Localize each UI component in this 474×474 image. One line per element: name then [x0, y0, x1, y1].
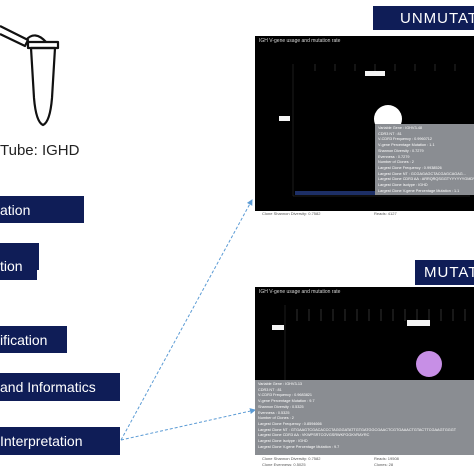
tube-label: Tube: IGHD	[0, 142, 80, 159]
step-interpretation: Interpretation	[0, 427, 120, 455]
tooltip-line: CDR3 NT : 81	[378, 131, 402, 136]
step-label: Interpretation	[0, 433, 83, 449]
chart-panel-mutated: IGH V-gene usage and mutation rate Varia…	[255, 287, 474, 455]
tooltip-line: Largest Clone NT : GTGAAGTCGACACCCTAGGGA…	[258, 427, 457, 432]
tooltip-line: Largest Clone Isotype : IGHD	[378, 183, 428, 188]
step-ation: tion	[0, 252, 37, 280]
tooltip-line: Number of Clones : 2	[378, 160, 414, 165]
tooltip-line: Largest Clone NT : GCGAGAGCTACGAGCAGAG..…	[378, 171, 466, 176]
arrow-to-mutated	[120, 408, 256, 441]
clone-tooltip: Variable Gene : IGHV3-48 CDR3 NT : 81 V-…	[375, 124, 474, 195]
panel2-footer-right: Reads: 19508	[374, 456, 399, 461]
tube-icon	[0, 25, 60, 127]
step-mutation: ation	[0, 196, 84, 223]
tooltip-line: V-CDR3 Frequency : 0.9960712	[378, 137, 433, 142]
step-quantification: ification	[0, 326, 67, 353]
tooltip-line: V-gene Percentage Mutation : 9.7	[258, 399, 315, 404]
gene-ticks	[296, 309, 466, 321]
legend-marker	[407, 320, 430, 326]
tooltip-line: Evenness : 0.7279	[378, 154, 410, 159]
panel1-footer-right: Reads: 4127	[374, 211, 397, 216]
tooltip-line: Evenness : 0.5325	[258, 410, 290, 415]
step-label: tion	[0, 258, 23, 274]
legend-marker-small	[279, 116, 290, 121]
panel2-footer-left: Clone Shannon Diversity: 0.7582	[262, 456, 321, 461]
tooltip-line: Largest Clone V-gene Percentage Mutation…	[378, 188, 460, 193]
panel2-footer-left2: Clone Evenness: 0.5025	[262, 462, 306, 467]
tooltip-line: V-gene Percentage Mutation : 1.1	[378, 143, 435, 148]
step-label: ification	[0, 331, 48, 348]
panel-title: IGH V-gene usage and mutation rate	[259, 289, 341, 295]
step-label: ation	[0, 201, 31, 218]
tooltip-line: V-CDR3 Frequency : 0.9683821	[258, 393, 313, 398]
legend-marker-small	[272, 325, 284, 330]
panel-title: IGH V-gene usage and mutation rate	[259, 38, 341, 44]
step-informatics: and Informatics	[0, 373, 120, 401]
tooltip-line: Largest Clone Isotype : IGHD	[258, 439, 308, 444]
tooltip-line: Largest Clone V-gene Percentage Mutation…	[258, 444, 340, 449]
gene-ticks	[314, 64, 456, 71]
arrow-to-unmutated	[120, 199, 253, 441]
panel2-footer-right2: Clones: 28	[374, 462, 394, 467]
step-label: and Informatics	[0, 379, 96, 395]
tooltip-line: Largest Clone Frequency : 0.8594666	[258, 421, 322, 426]
tooltip-line: Largest Clone Frequency : 0.9938526	[378, 165, 442, 170]
panel1-footer-left: Clone Shannon Diversity: 0.7582	[262, 211, 321, 216]
tooltip-line: Largest Clone CDR3 AA : ARRQRQSGGTYYYYYY…	[378, 177, 474, 182]
chart-panel-unmutated: IGH V-gene usage and mutation rate Varia…	[255, 36, 474, 211]
tube-illustration	[0, 25, 60, 127]
tooltip-line: Largest Clone CDR3 AA : VKWPSRTCGVGSRWKF…	[258, 433, 370, 438]
tooltip-line: CDR3 NT : 81	[258, 387, 282, 392]
tooltip-line: Variable Gene : IGHV3-13	[258, 382, 303, 386]
clone-bubble	[416, 351, 442, 377]
tooltip-line: Number of Clones : 2	[258, 416, 294, 421]
clone-tooltip: Variable Gene : IGHV3-13 CDR3 NT : 81 V-…	[255, 380, 474, 455]
legend-marker	[365, 71, 385, 76]
tooltip-line: Variable Gene : IGHV3-48	[378, 126, 423, 130]
tooltip-line: Shannon Diversity : 0.5325	[258, 404, 304, 409]
plot-area	[284, 305, 466, 382]
tooltip-line: Shannon Diversity : 0.7279	[378, 148, 424, 153]
